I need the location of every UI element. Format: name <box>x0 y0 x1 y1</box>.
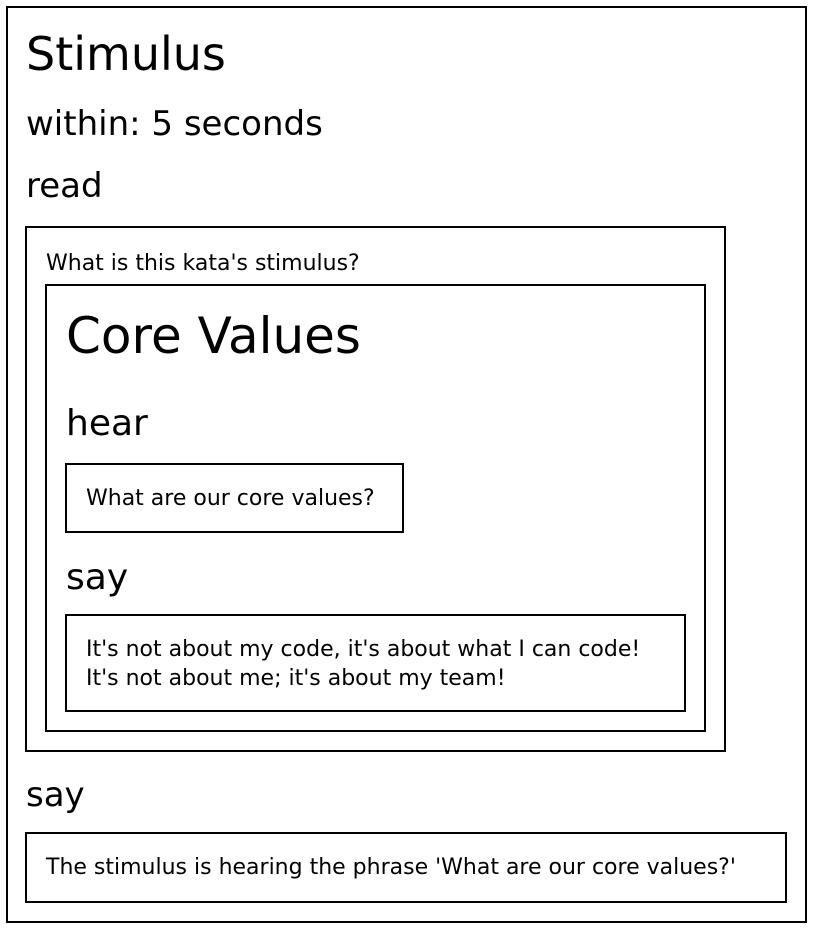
page-title: Stimulus <box>26 27 226 81</box>
card-say-label: say <box>66 557 129 598</box>
read-question: What is this kata's stimulus? <box>46 251 360 276</box>
hear-text: What are our core values? <box>86 486 375 511</box>
say-text: The stimulus is hearing the phrase 'What… <box>46 855 736 880</box>
card-say-line: It's not about me; it's about my team! <box>86 666 506 691</box>
say-box <box>25 832 787 903</box>
card-say-line: It's not about my code, it's about what … <box>86 637 641 662</box>
hear-label: hear <box>66 403 148 444</box>
say-label: say <box>26 775 85 815</box>
hear-box <box>65 463 404 533</box>
card-say-box <box>65 614 686 712</box>
time-limit-text: within: 5 seconds <box>26 104 323 144</box>
read-label: read <box>26 166 103 206</box>
card-title: Core Values <box>66 307 361 365</box>
